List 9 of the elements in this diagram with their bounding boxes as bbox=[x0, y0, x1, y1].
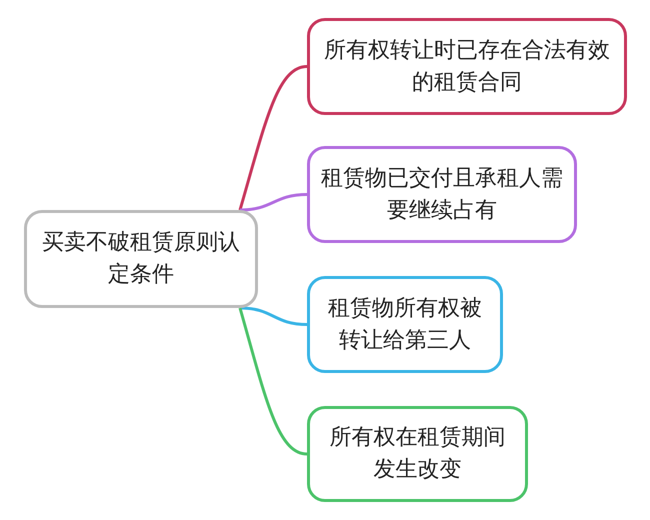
branch-topic-box: 所有权转让时已存在合法有效的租赁合同 bbox=[307, 18, 627, 115]
branch-topic-box: 所有权在租赁期间发生改变 bbox=[307, 406, 528, 502]
branch-connector bbox=[240, 193, 308, 212]
central-topic-box: 买卖不破租赁原则认定条件 bbox=[24, 210, 258, 308]
branch-topic-box: 租赁物所有权被转让给第三人 bbox=[307, 276, 503, 373]
branch-connector bbox=[238, 308, 308, 456]
branch-connector bbox=[240, 306, 308, 326]
branch-topic-box: 租赁物已交付且承租人需要继续占有 bbox=[307, 146, 577, 243]
branch-connector bbox=[238, 65, 308, 210]
